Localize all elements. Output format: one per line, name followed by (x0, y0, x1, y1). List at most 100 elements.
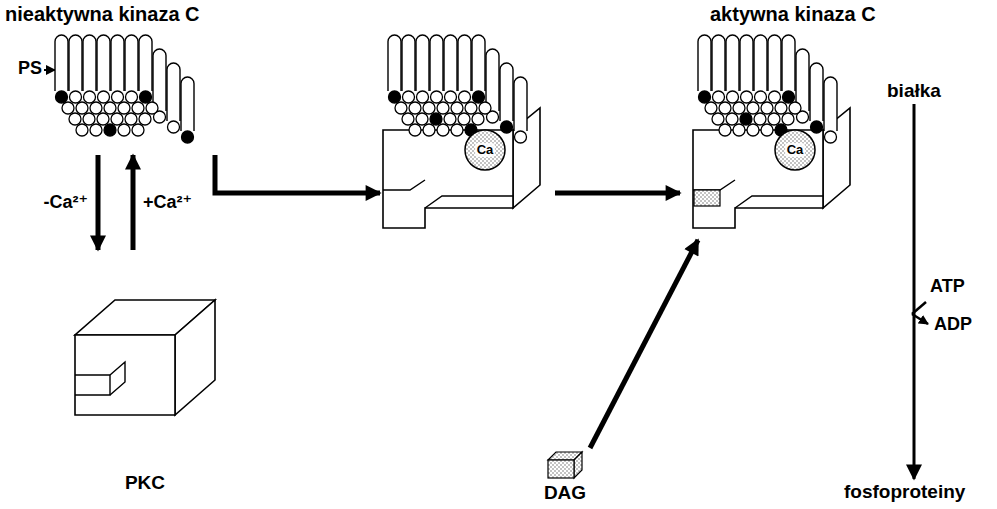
lipid-head (451, 124, 463, 136)
lipid-head (782, 113, 794, 125)
lipid-head (403, 91, 415, 103)
box-front (383, 130, 513, 228)
arrow-connector (215, 155, 380, 193)
lipid-tail (83, 35, 96, 91)
product-node: fosfoproteiny (842, 481, 968, 503)
lipid-head (761, 102, 773, 114)
edge-label: +Ca²⁺ (141, 192, 194, 213)
lipid-head (712, 113, 724, 125)
lipid-head (719, 102, 731, 114)
box-step (425, 196, 513, 208)
ps-head (389, 91, 401, 103)
lipid-head (775, 102, 787, 114)
lipid-head (515, 131, 527, 143)
lipid-head (444, 113, 456, 125)
lipid-head (146, 102, 158, 114)
dag-molecule: DAG (528, 448, 598, 504)
ps-head (140, 91, 152, 103)
lipid-tail (69, 35, 82, 91)
lipid-head (726, 113, 738, 125)
adp-branch (912, 314, 928, 324)
lipid-head (84, 91, 96, 103)
box-step (735, 196, 823, 208)
lipid-head (479, 102, 491, 114)
lipid-tail (125, 35, 138, 91)
heading: nieaktywna kinaza C (5, 3, 200, 26)
lipid-head (459, 91, 471, 103)
ps-head (740, 113, 752, 125)
lipid-head (733, 102, 745, 114)
lipid-head (825, 131, 837, 143)
lipid-head (126, 91, 138, 103)
lipid-tail (712, 35, 725, 91)
membrane-complex: Ca (380, 30, 555, 240)
lipid-head (168, 121, 180, 133)
lipid-head (139, 113, 151, 125)
edge-label: -Ca²⁺ (42, 192, 91, 213)
substrate-node: białka (885, 80, 943, 102)
lipid-tail (782, 35, 795, 91)
ps-head (430, 113, 442, 125)
lipid-tail (388, 35, 401, 91)
lipid-head (789, 102, 801, 114)
lipid-head (62, 102, 74, 114)
ps-head (182, 131, 194, 143)
lipid-head (409, 124, 421, 136)
box-notch (693, 180, 735, 190)
ion-label: Ca (785, 143, 806, 158)
lipid-tail (139, 35, 152, 91)
lipid-head (111, 113, 123, 125)
lipid-tail (796, 49, 809, 111)
ps-head (811, 121, 823, 133)
ps-head (104, 124, 116, 136)
box-side (175, 300, 215, 415)
arrow-connector (913, 104, 916, 479)
arrow-connector (555, 191, 680, 196)
lipid-tail (486, 49, 499, 111)
lipid-tail (514, 77, 527, 131)
lipid-tail (111, 35, 124, 91)
node-drawing (380, 30, 555, 240)
atp-branch (912, 302, 926, 314)
lipid-tail (167, 63, 180, 121)
box-notch (75, 375, 110, 395)
lipid-tail (153, 49, 166, 111)
lipid-tail (416, 35, 429, 91)
lipid-head (76, 124, 88, 136)
lipid-head (98, 91, 110, 103)
arrow-connector (96, 155, 101, 250)
lipid-head (83, 113, 95, 125)
lipid-head (727, 91, 739, 103)
lipid-tail (55, 35, 68, 91)
lipid-head (458, 113, 470, 125)
ion-label: Ca (475, 143, 496, 158)
ps-head (783, 91, 795, 103)
lipid-head (754, 113, 766, 125)
lipid-head (747, 124, 759, 136)
lipid-tail (698, 35, 711, 91)
lipid-head (423, 124, 435, 136)
lipid-tail (500, 63, 513, 121)
heading: aktywna kinaza C (710, 3, 876, 26)
ps-head (56, 91, 68, 103)
lipid-tail (472, 35, 485, 91)
lipid-head (445, 91, 457, 103)
lipid-tail (181, 77, 194, 131)
lipid-head (90, 124, 102, 136)
lipid-head (768, 113, 780, 125)
active-complex: aktywna kinaza C Ca (680, 0, 880, 240)
product-label: fosfoproteiny (844, 481, 965, 503)
ps-head (699, 91, 711, 103)
dag-bound (694, 190, 720, 206)
lipid-head (465, 102, 477, 114)
lipid-tail (754, 35, 767, 91)
lipid-head (70, 91, 82, 103)
lipid-head (747, 102, 759, 114)
lipid-head (402, 113, 414, 125)
box-notch (110, 362, 125, 395)
pkc-enzyme: PKC (70, 250, 220, 500)
lipid-head (431, 91, 443, 103)
dag-side (574, 452, 582, 478)
lipid-tail (458, 35, 471, 91)
